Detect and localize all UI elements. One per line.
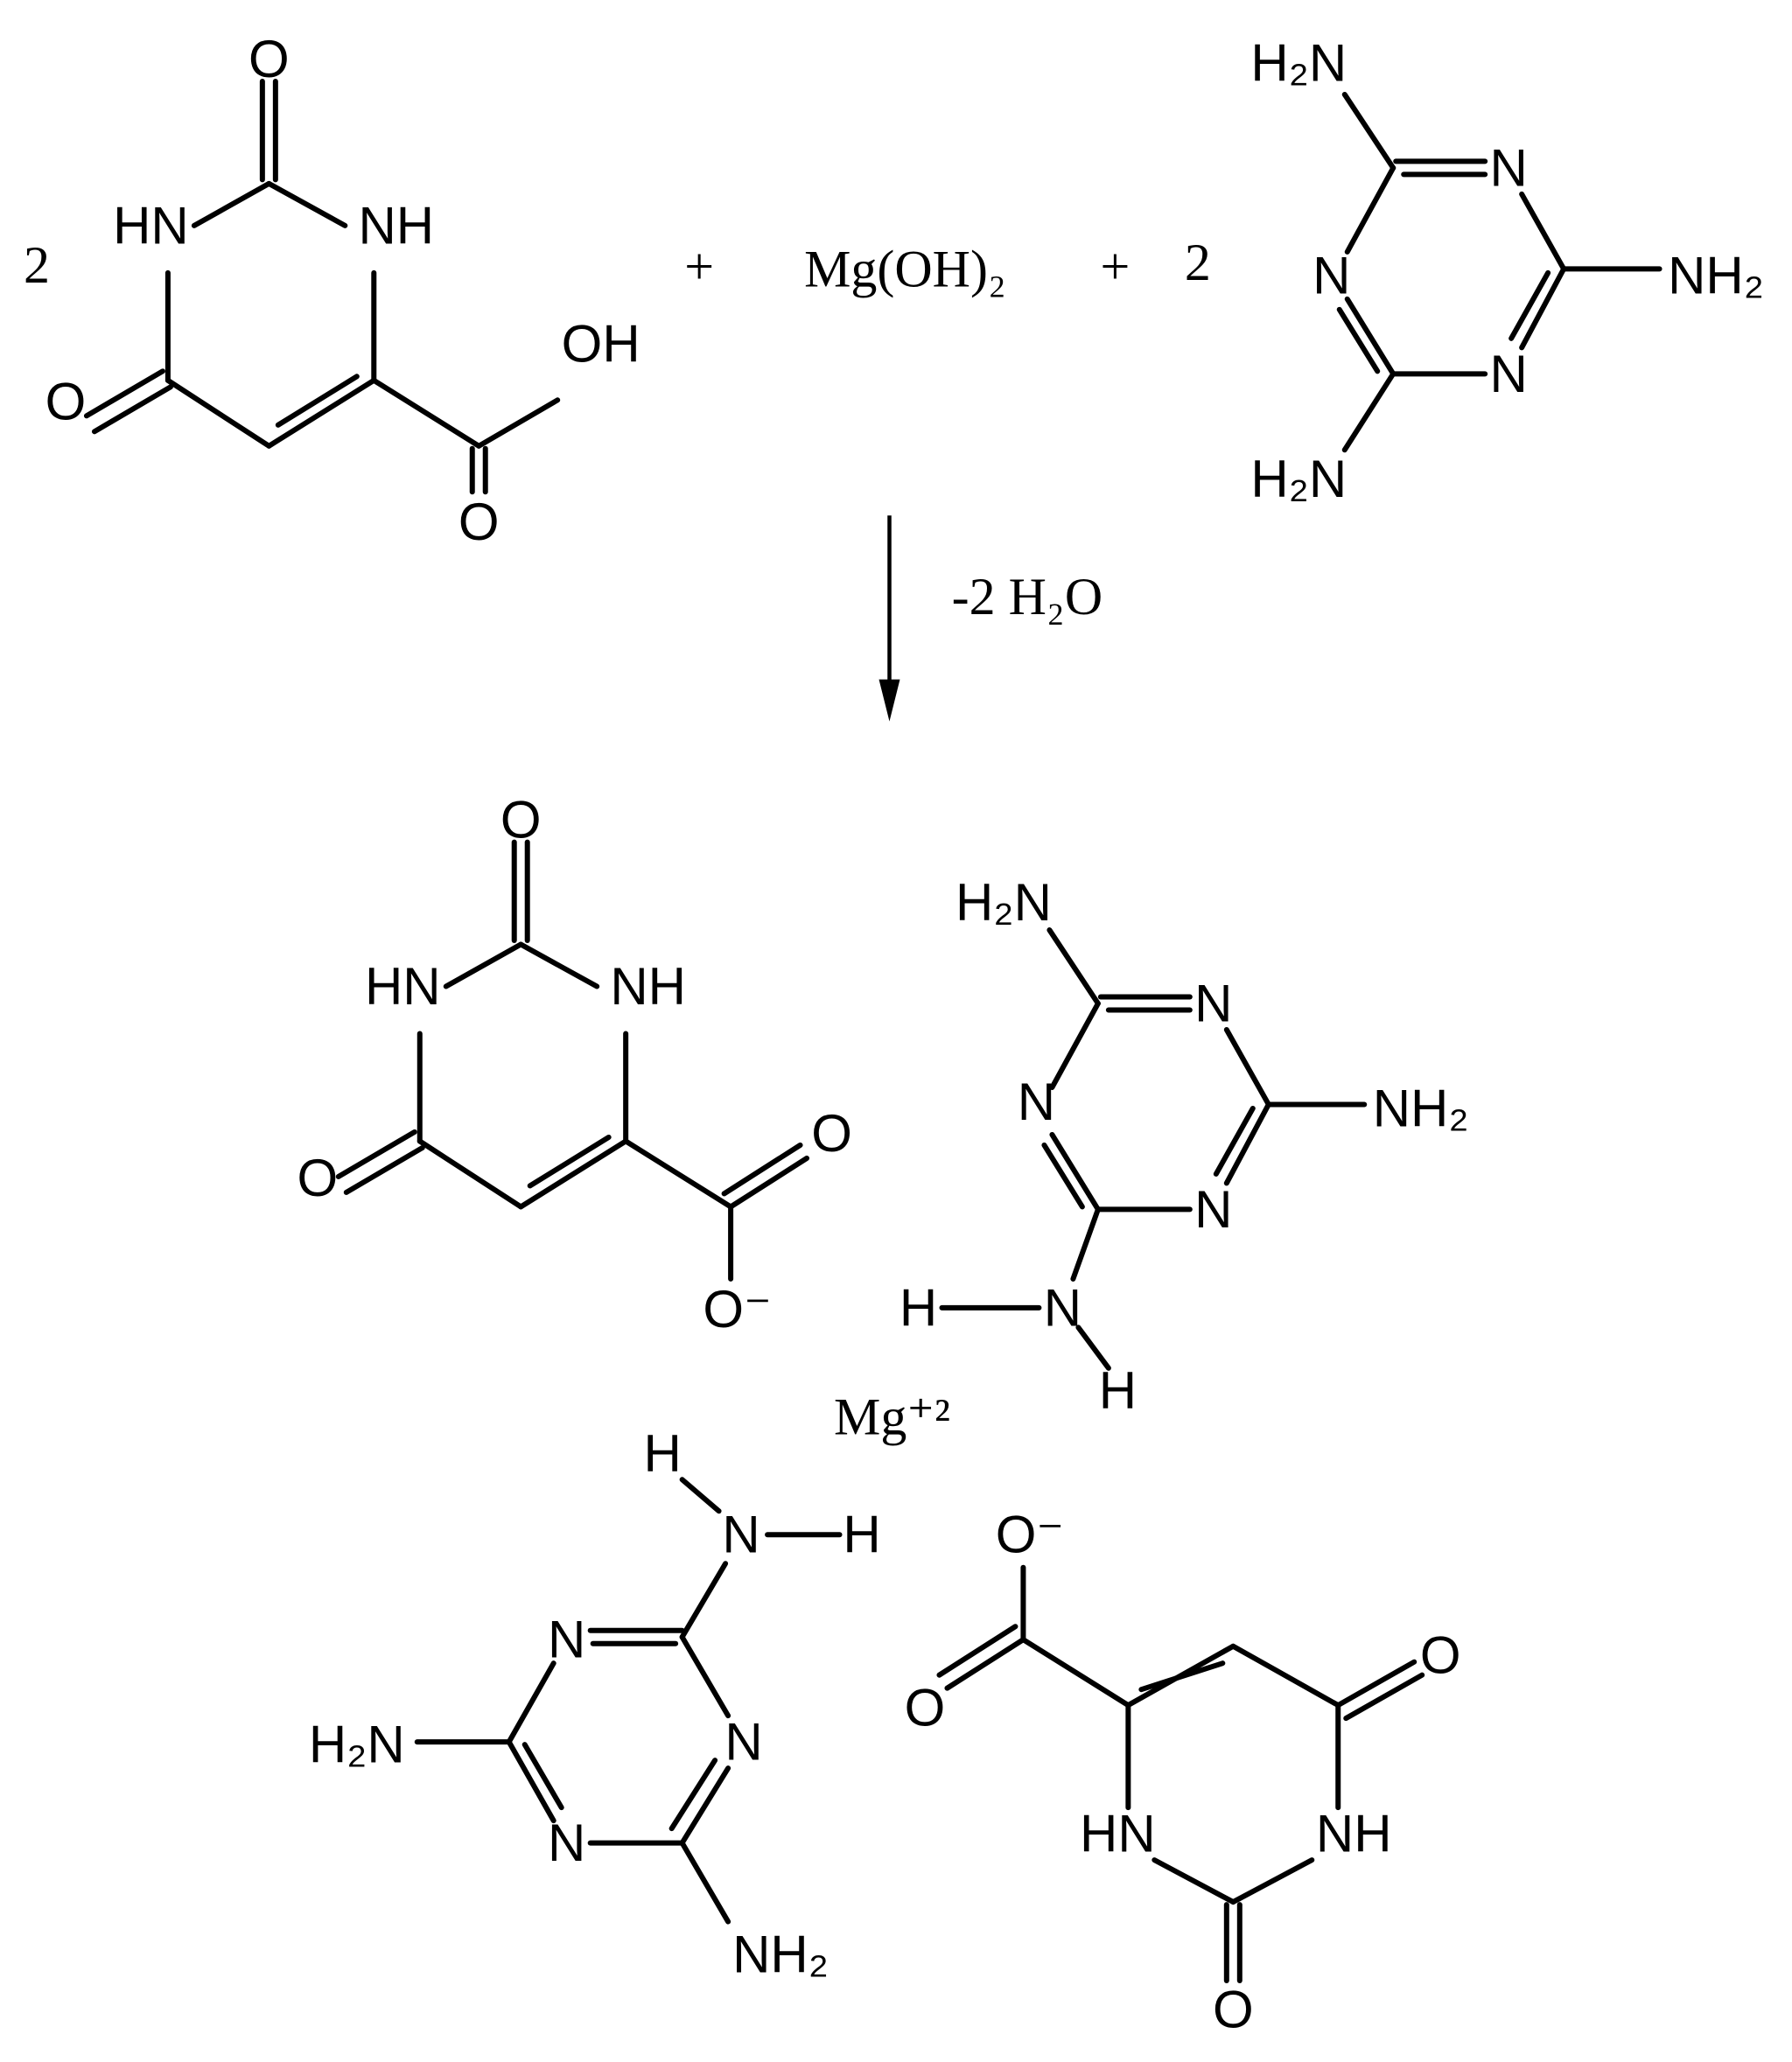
atom-oh: OH — [562, 314, 640, 373]
melamine-product-1: H₂N N NH₂ N N N H H — [900, 873, 1469, 1420]
plus-sign: + — [684, 237, 714, 295]
orotate-product-2: O⁻ O O HN NH O — [905, 1506, 1461, 2039]
melamine-reactant: H₂N N NH₂ N H₂N N — [1250, 33, 1764, 507]
atom-hn: HN — [1080, 1805, 1156, 1863]
magnesium-hydroxide: Mg(OH)₂ — [804, 240, 1006, 297]
atom-h2n: H₂N — [1250, 450, 1347, 508]
atom-nh: NH — [1316, 1805, 1392, 1863]
melamine-bonds — [414, 1477, 843, 1925]
melamine-bonds — [1336, 91, 1662, 453]
atom-h: H — [900, 1278, 937, 1337]
atom-n: N — [722, 1506, 760, 1564]
atom-n: N — [548, 1814, 585, 1872]
atom-nh: NH — [358, 196, 434, 255]
atom-n: N — [1044, 1278, 1082, 1337]
atom-h2n: H₂N — [309, 1716, 405, 1774]
melamine-product-2: H N H N N N H₂N NH₂ — [309, 1424, 881, 1984]
orotate-bonds — [335, 839, 810, 1282]
orotic-acid-reactant: O HN NH O OH O — [46, 30, 640, 551]
atom-o: O — [1213, 1981, 1254, 2039]
atom-nh2: NH₂ — [732, 1926, 829, 1984]
atom-o: O — [248, 30, 290, 88]
atom-n: N — [1194, 975, 1232, 1033]
atom-n: N — [1312, 246, 1350, 304]
atom-h: H — [643, 1424, 681, 1483]
atom-o: O — [1420, 1626, 1461, 1685]
atom-o: O — [458, 493, 500, 551]
atom-o-minus: O⁻ — [996, 1506, 1064, 1564]
atom-h2n: H₂N — [1250, 33, 1347, 92]
reaction-arrow — [878, 515, 900, 722]
atom-o: O — [905, 1679, 946, 1737]
atom-nh2: NH₂ — [1668, 246, 1764, 304]
atom-o-minus: O⁻ — [703, 1280, 771, 1339]
atom-h: H — [843, 1506, 880, 1564]
atom-nh: NH — [610, 957, 686, 1016]
reaction-condition: -2 H₂O — [952, 568, 1102, 626]
atom-n: N — [1018, 1073, 1055, 1131]
atom-o: O — [500, 791, 542, 849]
melamine-bonds — [939, 927, 1368, 1371]
atom-nh2: NH₂ — [1373, 1079, 1469, 1137]
plus-sign: + — [1100, 237, 1130, 295]
coefficient: 2 — [1185, 234, 1211, 291]
atom-o: O — [297, 1149, 338, 1207]
atom-n: N — [548, 1611, 585, 1669]
atom-n: N — [724, 1713, 762, 1772]
atom-o: O — [811, 1104, 852, 1163]
atom-n: N — [1490, 138, 1528, 197]
orotate-product-1: O HN NH O O O⁻ — [297, 791, 851, 1339]
atom-h: H — [1099, 1361, 1137, 1420]
orotate-bonds — [936, 1564, 1425, 1984]
atom-hn: HN — [365, 957, 441, 1016]
coefficient: 2 — [24, 236, 50, 294]
magnesium-ion: Mg⁺² — [834, 1387, 950, 1445]
atom-n: N — [1194, 1180, 1232, 1239]
atom-o: O — [46, 372, 87, 430]
orotic-acid-bonds — [83, 78, 561, 495]
atom-hn: HN — [113, 196, 189, 255]
atom-h2n: H₂N — [956, 873, 1052, 932]
atom-n: N — [1490, 345, 1528, 403]
